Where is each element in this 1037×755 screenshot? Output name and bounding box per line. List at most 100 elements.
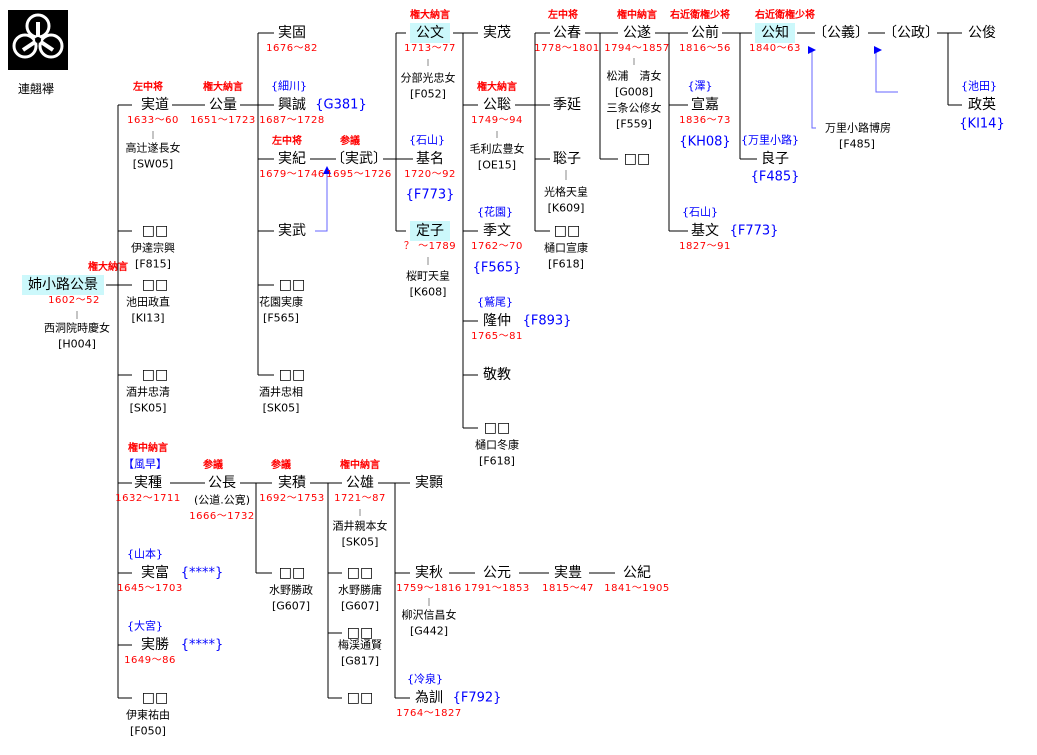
spouse-ref: [F565] xyxy=(263,311,299,325)
court-title: 権大納言 xyxy=(477,82,517,93)
person-name[interactable]: 公紀 xyxy=(623,565,651,581)
spouse-ref: [SK05] xyxy=(341,535,379,549)
life-dates: 1649～86 xyxy=(124,655,176,666)
person-name[interactable]: 公前 xyxy=(691,25,719,41)
person-name[interactable]: 〔公政〕 xyxy=(883,25,939,41)
person-name[interactable]: □□ xyxy=(623,151,651,167)
life-dates: 1759～1816 xyxy=(396,583,462,594)
person-name[interactable]: 季延 xyxy=(553,97,581,113)
person-name[interactable]: 実武 xyxy=(278,223,306,239)
spouse-name: 三条公修女 xyxy=(606,101,662,115)
person-name[interactable]: □□ xyxy=(141,367,169,383)
family-label: 【風早】 xyxy=(123,457,167,471)
spouse-name: 伊東祐由 xyxy=(126,708,170,722)
person-name[interactable]: 公雄 xyxy=(346,475,374,491)
person-name[interactable]: □□ xyxy=(141,690,169,706)
spouse-ref: [OE15] xyxy=(477,158,517,172)
person-name[interactable]: 公俊 xyxy=(968,25,996,41)
reference-code: {G381} xyxy=(315,97,367,113)
person-name[interactable]: 公量 xyxy=(209,97,237,113)
spouse-name: 酒井親本女 xyxy=(332,519,388,533)
person-name[interactable]: 良子 xyxy=(761,151,789,167)
life-dates: 1651～1723 xyxy=(190,115,256,126)
spouse-name: 伊達宗興 xyxy=(131,241,175,255)
person-name[interactable]: □□ xyxy=(278,277,306,293)
person-name[interactable]: □□ xyxy=(483,420,511,436)
person-name[interactable]: 基文 xyxy=(691,223,719,239)
person-name[interactable]: □□ xyxy=(346,565,374,581)
life-dates: 1713～77 xyxy=(404,43,456,54)
person-name[interactable]: 公春 xyxy=(553,25,581,41)
life-dates: 1836～73 xyxy=(679,115,731,126)
person-name[interactable]: □□ xyxy=(553,223,581,239)
life-dates: 1840～63 xyxy=(749,43,801,54)
person-name[interactable]: 〔公義〕 xyxy=(813,25,869,41)
person-name[interactable]: 季文 xyxy=(483,223,511,239)
person-name: 万里小路博房 xyxy=(825,121,891,135)
life-dates: 1692～1753 xyxy=(259,493,325,504)
spouse-ref: [F485] xyxy=(839,137,875,151)
reference-code: {****} xyxy=(180,637,224,653)
spouse-ref: [F618] xyxy=(548,257,584,271)
person-name[interactable]: 姉小路公景 xyxy=(22,275,104,295)
court-title: 権大納言 xyxy=(410,10,450,21)
person-name[interactable]: □□ xyxy=(346,625,374,641)
court-title: 権中納言 xyxy=(340,460,380,471)
family-label: {花園} xyxy=(477,205,513,219)
person-name[interactable]: 公遂 xyxy=(623,25,651,41)
person-name[interactable]: 実顥 xyxy=(415,475,443,491)
person-name[interactable]: 実秋 xyxy=(415,565,443,581)
court-title: 権大納言 xyxy=(88,262,128,273)
alias: (公道.公寛) xyxy=(193,493,251,507)
person-name[interactable]: 宣嘉 xyxy=(691,97,719,113)
person-name[interactable]: 公知 xyxy=(755,23,795,43)
person-name[interactable]: 敬教 xyxy=(483,367,511,383)
family-crest-icon xyxy=(8,10,68,70)
person-name[interactable]: 〔実武〕 xyxy=(331,151,387,167)
person-name[interactable]: □□ xyxy=(346,690,374,706)
spouse-ref: [G817] xyxy=(340,654,380,668)
person-name[interactable]: 実固 xyxy=(278,25,306,41)
person-name[interactable]: 定子 xyxy=(410,221,450,241)
person-name[interactable]: 実勝 xyxy=(141,637,169,653)
person-name[interactable]: 公文 xyxy=(410,23,450,43)
spouse-ref: [SK05] xyxy=(262,401,300,415)
spouse-ref: [F618] xyxy=(479,454,515,468)
spouse-name: 桜町天皇 xyxy=(406,269,450,283)
life-dates: 1687～1728 xyxy=(259,115,325,126)
spouse-name: 酒井忠清 xyxy=(126,385,170,399)
person-name[interactable]: 興誠 xyxy=(278,97,306,113)
person-name[interactable]: 実豊 xyxy=(554,565,582,581)
life-dates: 1695～1726 xyxy=(326,169,392,180)
person-name[interactable]: 実道 xyxy=(141,97,169,113)
person-name[interactable]: 実種 xyxy=(134,475,162,491)
person-name[interactable]: 為訓 xyxy=(415,690,443,706)
reference-code: {F893} xyxy=(522,313,572,329)
life-dates: 1676～82 xyxy=(266,43,318,54)
life-dates: 1815～47 xyxy=(542,583,594,594)
person-name[interactable]: □□ xyxy=(141,223,169,239)
person-name[interactable]: 公長 xyxy=(208,475,236,491)
person-name[interactable]: 隆仲 xyxy=(483,313,511,329)
person-name[interactable]: 実茂 xyxy=(483,25,511,41)
life-dates: 1679～1746 xyxy=(259,169,325,180)
spouse-name: 光格天皇 xyxy=(544,185,588,199)
person-name[interactable]: 公聡 xyxy=(483,97,511,113)
person-name[interactable]: 公元 xyxy=(483,565,511,581)
person-name[interactable]: 実積 xyxy=(278,475,306,491)
person-name[interactable]: 政英 xyxy=(968,97,996,113)
person-name[interactable]: □□ xyxy=(278,367,306,383)
person-name[interactable]: 実富 xyxy=(141,565,169,581)
spouse-ref: [F815] xyxy=(135,257,171,271)
person-name[interactable]: 聡子 xyxy=(553,151,581,167)
spouse-name: 水野勝庸 xyxy=(338,583,382,597)
spouse-ref: [K609] xyxy=(547,201,585,215)
court-title: 権中納言 xyxy=(128,443,168,454)
person-name[interactable]: □□ xyxy=(141,277,169,293)
spouse-ref: [H004] xyxy=(58,337,96,351)
person-name[interactable]: 実紀 xyxy=(278,151,306,167)
spouse-name: 柳沢信昌女 xyxy=(401,608,457,622)
person-name[interactable]: 基名 xyxy=(416,151,444,167)
person-name[interactable]: □□ xyxy=(278,565,306,581)
